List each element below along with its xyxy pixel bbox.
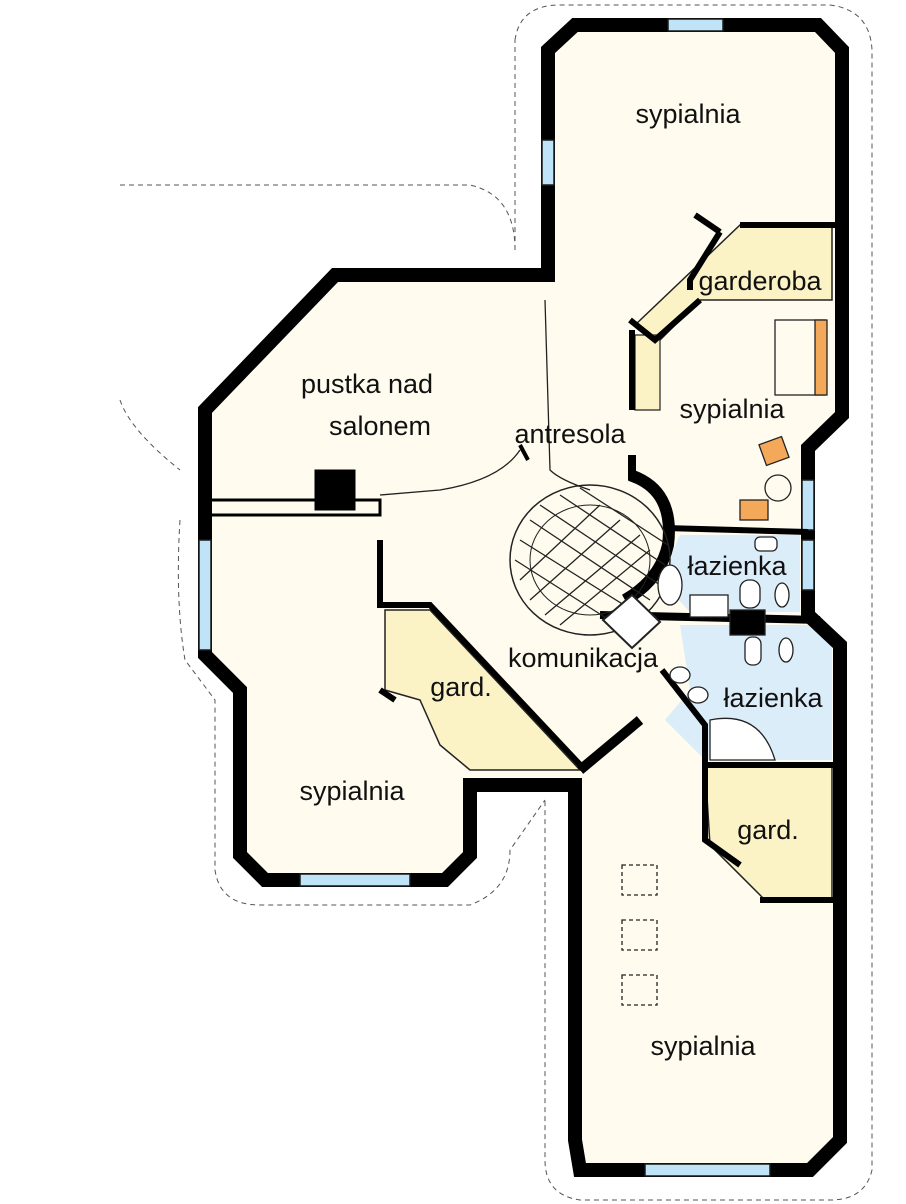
toilet [744, 636, 762, 666]
label-bedroom-right: sypialnia [679, 394, 785, 424]
wardrobe-strip [634, 334, 661, 411]
label-bedroom-left: sypialnia [299, 776, 405, 806]
headboard [814, 319, 828, 396]
room-labels: sypialnia garderoba sypialnia pustka nad… [299, 99, 823, 1061]
bathtub [709, 717, 776, 761]
wardrobe-left-area [384, 609, 582, 771]
skylight [621, 974, 658, 1006]
fixtures [621, 319, 828, 1006]
washing-machine [689, 594, 729, 618]
chair [758, 435, 790, 467]
sink [657, 564, 683, 606]
skylight [621, 919, 658, 951]
table [764, 474, 792, 502]
label-wardrobe-top: garderoba [698, 266, 822, 296]
sink [754, 536, 778, 552]
label-wardrobe-right: gard. [737, 815, 799, 845]
staircase [379, 299, 671, 636]
sink [669, 666, 691, 684]
label-bedroom-bottom: sypialnia [650, 1031, 756, 1061]
label-mezzanine: antresola [514, 419, 626, 449]
bidet [774, 582, 790, 608]
label-bathroom-1: łazienka [687, 551, 787, 581]
bathroom-1-area [660, 535, 800, 612]
toilet [739, 579, 761, 609]
skylight [621, 864, 658, 896]
bidet [778, 637, 794, 663]
sink [687, 686, 709, 704]
label-void-line2: salonem [329, 411, 431, 441]
shower [601, 593, 662, 650]
label-hall: komunikacja [508, 643, 659, 673]
label-bathroom-2: łazienka [723, 683, 823, 713]
label-void-line1: pustka nad [301, 369, 433, 399]
label-bedroom-top: sypialnia [635, 99, 741, 129]
label-wardrobe-left: gard. [430, 672, 492, 702]
vent-grid [729, 609, 766, 636]
desk [739, 499, 769, 521]
